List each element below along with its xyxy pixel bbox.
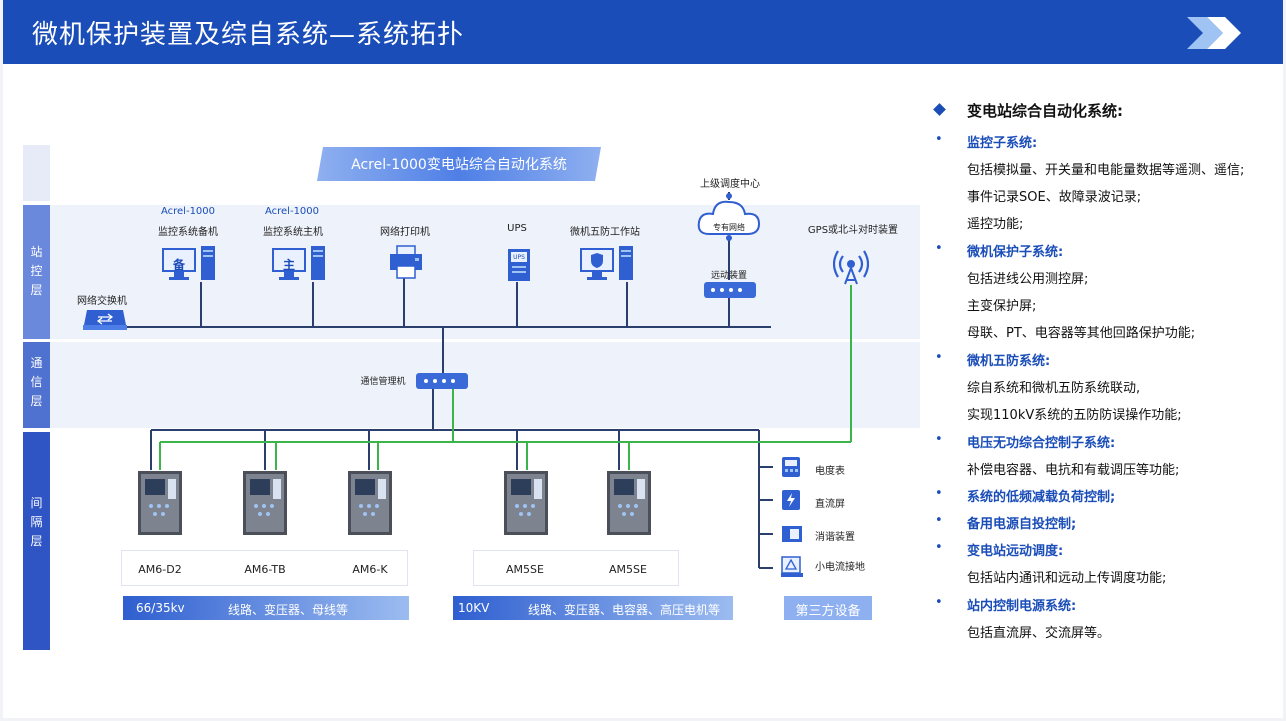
relay-model: AM6-K xyxy=(352,563,388,576)
host-computer-icon xyxy=(272,246,325,280)
feature-detail: 遥控功能; xyxy=(967,217,1024,232)
dot-bullet-icon: • xyxy=(935,241,943,256)
station-layer-label: 站控层 xyxy=(30,245,43,297)
telecontrol-device-icon xyxy=(704,282,756,298)
dot-bullet-icon: • xyxy=(935,132,943,147)
gps-label: GPS或北斗对时装置 xyxy=(807,225,899,236)
system-title-banner xyxy=(317,147,601,181)
comm-manager-icon xyxy=(416,373,468,389)
dot-bullet-icon: • xyxy=(935,432,943,447)
feature-detail: 包括进线公用测控屏; xyxy=(967,272,1089,287)
third-party-title: 第三方设备 xyxy=(795,604,861,619)
host-brand: Acrel-1000 xyxy=(264,206,320,217)
relay-device-icon xyxy=(504,471,548,535)
dc-panel-icon xyxy=(782,490,800,510)
five-prevention-label: 微机五防工作站 xyxy=(570,227,640,238)
printer-icon xyxy=(390,245,422,279)
ups-icon xyxy=(508,249,530,281)
connection-lines xyxy=(123,192,852,569)
feature-detail: 包括站内通讯和远动上传调度功能; xyxy=(967,571,1167,586)
third-party-label: 电度表 xyxy=(815,466,845,477)
feature-section-title: 站内控制电源系统: xyxy=(967,599,1077,614)
host-label: 监控系统主机 xyxy=(263,227,323,238)
left-equipment: 线路、变压器、母线等 xyxy=(228,603,349,617)
feature-section-title: 微机保护子系统: xyxy=(967,245,1064,260)
left-voltage-banner xyxy=(123,596,409,620)
feature-heading: 变电站综合自动化系统: xyxy=(967,102,1123,120)
comm-layer-bg xyxy=(50,342,920,428)
relay-model: AM5SE xyxy=(609,563,647,576)
slide: 微机保护装置及综自系统—系统拓扑 站控层 通信层 间隔层 xyxy=(3,0,1283,718)
right-equipment: 线路、变压器、电容器、高压电机等 xyxy=(528,603,721,617)
station-layer-tab: 站控层 xyxy=(23,205,50,339)
feature-detail: 实现110kV系统的五防防误操作功能; xyxy=(967,408,1182,423)
backup-badge: 备 xyxy=(172,258,185,272)
feature-section-title: 电压无功综合控制子系统: xyxy=(967,436,1116,451)
left-relay-group xyxy=(121,550,408,586)
feature-detail: 包括直流屏、交流屏等。 xyxy=(967,626,1111,641)
grounding-device-icon xyxy=(781,556,803,577)
cloud-icon xyxy=(697,193,761,241)
dot-bullet-icon: • xyxy=(935,486,943,501)
relay-model: AM5SE xyxy=(506,563,544,576)
telecontrol-label: 远动装置 xyxy=(710,271,747,281)
relay-device-icon xyxy=(138,471,182,535)
dot-bullet-icon: • xyxy=(935,350,943,365)
comm-layer-label: 通信层 xyxy=(30,356,43,408)
feature-section-title: 备用电源自投控制; xyxy=(967,517,1077,532)
left-voltage: 66/35kv xyxy=(136,601,185,615)
private-network-label: 专有网络 xyxy=(713,223,745,232)
feature-detail: 综自系统和微机五防系统联动, xyxy=(967,381,1141,396)
dot-bullet-icon: • xyxy=(935,513,943,528)
ups-badge: UPS xyxy=(513,254,525,261)
network-switch-icon xyxy=(83,310,127,330)
bay-layer-tab: 间隔层 xyxy=(23,432,50,650)
relay-device-icon xyxy=(348,471,392,535)
dot-bullet-icon: • xyxy=(935,540,943,555)
workstation-icon xyxy=(580,246,633,280)
relay-device-icon xyxy=(607,471,651,535)
feature-section-title: 监控子系统: xyxy=(967,136,1038,151)
feature-detail: 主变保护屏; xyxy=(967,299,1037,314)
right-relay-group xyxy=(473,550,679,586)
third-party-label: 小电流接地 xyxy=(815,562,865,573)
ups-label: UPS xyxy=(507,223,527,234)
page-title: 微机保护装置及综自系统—系统拓扑 xyxy=(32,20,465,50)
header-bar: 微机保护装置及综自系统—系统拓扑 xyxy=(3,0,1283,64)
third-party-label: 直流屏 xyxy=(815,499,845,510)
double-chevron-right-icon xyxy=(1187,17,1241,49)
dot-bullet-icon: • xyxy=(935,595,943,610)
antenna-icon xyxy=(833,250,869,285)
bay-layer-label: 间隔层 xyxy=(30,496,43,548)
feature-detail: 补偿电容器、电抗和有载调压等功能; xyxy=(967,463,1180,478)
printer-label: 网络打印机 xyxy=(380,227,430,238)
right-voltage: 10KV xyxy=(458,601,490,615)
harmonic-device-icon xyxy=(782,526,802,542)
title-layer-tab xyxy=(23,145,50,201)
feature-section-title: 系统的低频减载负荷控制; xyxy=(967,490,1116,505)
backup-brand: Acrel-1000 xyxy=(160,206,216,217)
energy-meter-icon xyxy=(782,457,800,477)
relay-model: AM6-TB xyxy=(244,563,286,576)
comm-layer-tab: 通信层 xyxy=(23,342,50,428)
comm-manager-label: 通信管理机 xyxy=(360,377,406,387)
feature-section-title: 微机五防系统: xyxy=(967,354,1051,369)
host-badge: 主 xyxy=(282,258,295,272)
switch-label: 网络交换机 xyxy=(77,296,127,307)
feature-detail: 事件记录SOE、故障录波记录; xyxy=(967,190,1142,205)
backup-computer-icon xyxy=(162,246,215,280)
feature-section-title: 变电站远动调度: xyxy=(967,544,1064,559)
right-voltage-banner xyxy=(453,596,733,620)
third-party-label: 消谐装置 xyxy=(815,532,855,543)
feature-detail: 包括模拟量、开关量和电能量数据等遥测、遥信; xyxy=(967,163,1245,178)
dispatch-label: 上级调度中心 xyxy=(700,179,760,190)
relay-device-icon xyxy=(243,471,287,535)
diamond-bullet-icon xyxy=(933,103,946,116)
relay-model: AM6-D2 xyxy=(138,563,182,576)
third-party-banner xyxy=(784,596,872,620)
system-title: Acrel-1000变电站综合自动化系统 xyxy=(351,157,567,173)
feature-detail: 母联、PT、电容器等其他回路保护功能; xyxy=(967,326,1196,341)
backup-label: 监控系统备机 xyxy=(158,227,218,238)
